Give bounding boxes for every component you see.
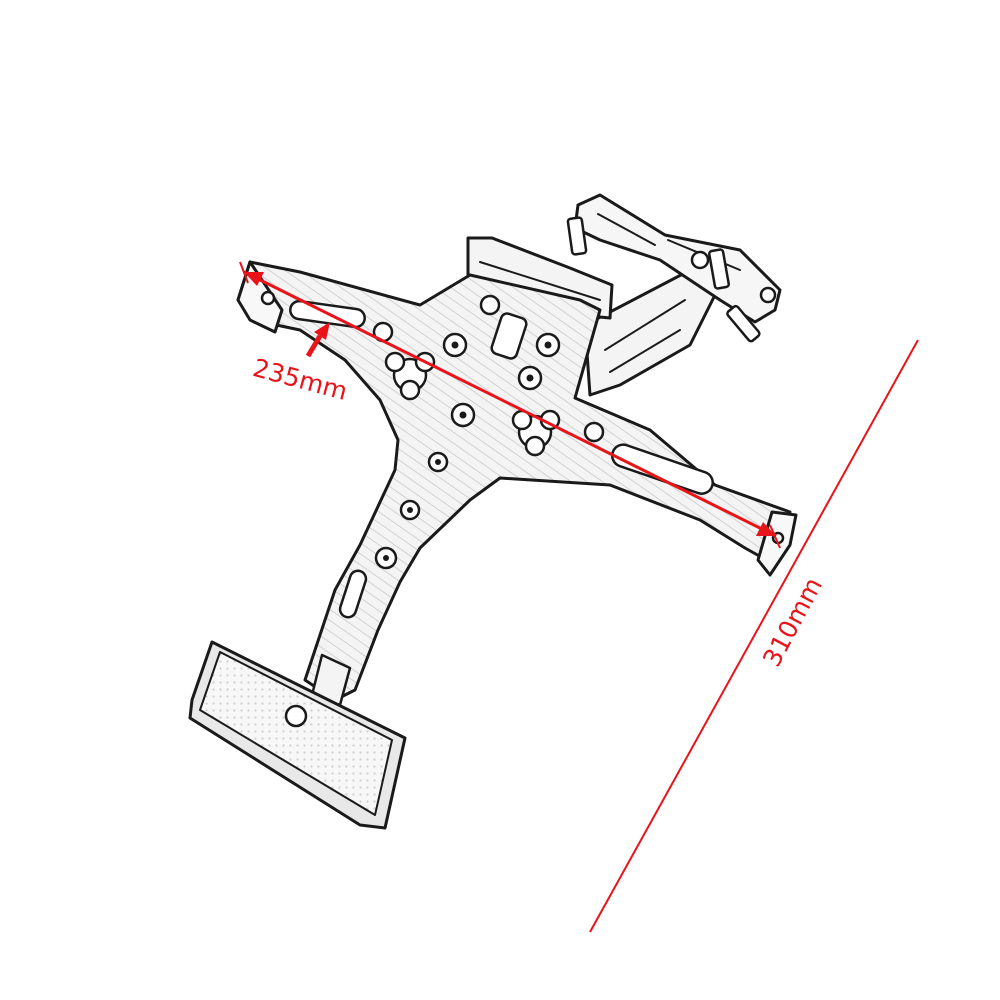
bracket-drawing xyxy=(188,193,798,830)
width-pointer-head xyxy=(314,322,330,340)
width-extension-left xyxy=(239,261,249,284)
length-dimension-line xyxy=(589,339,919,933)
reflector xyxy=(188,640,407,830)
width-arrow-right xyxy=(756,522,776,536)
main-plate xyxy=(236,260,792,702)
width-label: 235mm xyxy=(250,353,351,406)
length-label: 310mm xyxy=(757,573,828,672)
width-arrow-left xyxy=(244,272,264,286)
width-pointer-line xyxy=(305,334,323,358)
width-extension-right xyxy=(769,524,781,549)
width-dimension-line xyxy=(243,270,777,538)
